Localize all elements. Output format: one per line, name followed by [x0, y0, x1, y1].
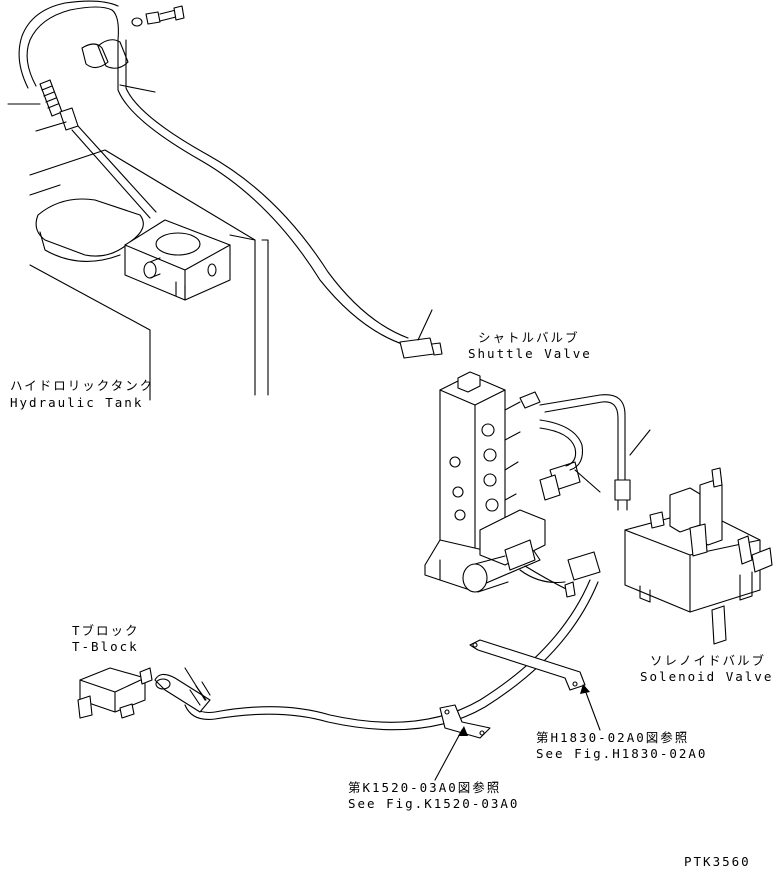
return-hose	[7, 0, 443, 359]
reference-k1520-en: See Fig.K1520-03A0	[348, 796, 520, 811]
solenoid-valve	[624, 467, 773, 645]
solenoid-valve-label-en: Solenoid Valve	[640, 669, 773, 684]
t-block-label-en: T-Block	[72, 639, 139, 654]
pilot-hoses	[539, 394, 651, 581]
hydraulic-tank	[29, 149, 269, 401]
reference-h1830-jp: 第H1830-02A0図参照	[536, 730, 690, 745]
brackets	[439, 639, 586, 739]
reference-arrows	[434, 684, 601, 781]
hydraulic-tank-label-en: Hydraulic Tank	[10, 395, 144, 410]
solenoid-valve-label-jp: ソレノイドバルブ	[650, 653, 767, 668]
shuttle-valve	[424, 371, 581, 598]
shuttle-valve-label-jp: シャトルバルブ	[478, 330, 580, 345]
t-block	[77, 667, 153, 719]
reference-h1830-en: See Fig.H1830-02A0	[536, 746, 708, 761]
shuttle-valve-label-en: Shuttle Valve	[468, 346, 592, 361]
drawing-code: PTK3560	[684, 854, 751, 869]
hydraulic-tank-label-jp: ハイドロリックタンク	[10, 378, 155, 393]
t-block-label-jp: Tブロック	[72, 623, 140, 638]
t-block-hose	[154, 579, 599, 731]
reference-k1520-jp: 第K1520-03A0図参照	[348, 780, 502, 795]
clamp-bolt-assembly	[81, 5, 185, 93]
